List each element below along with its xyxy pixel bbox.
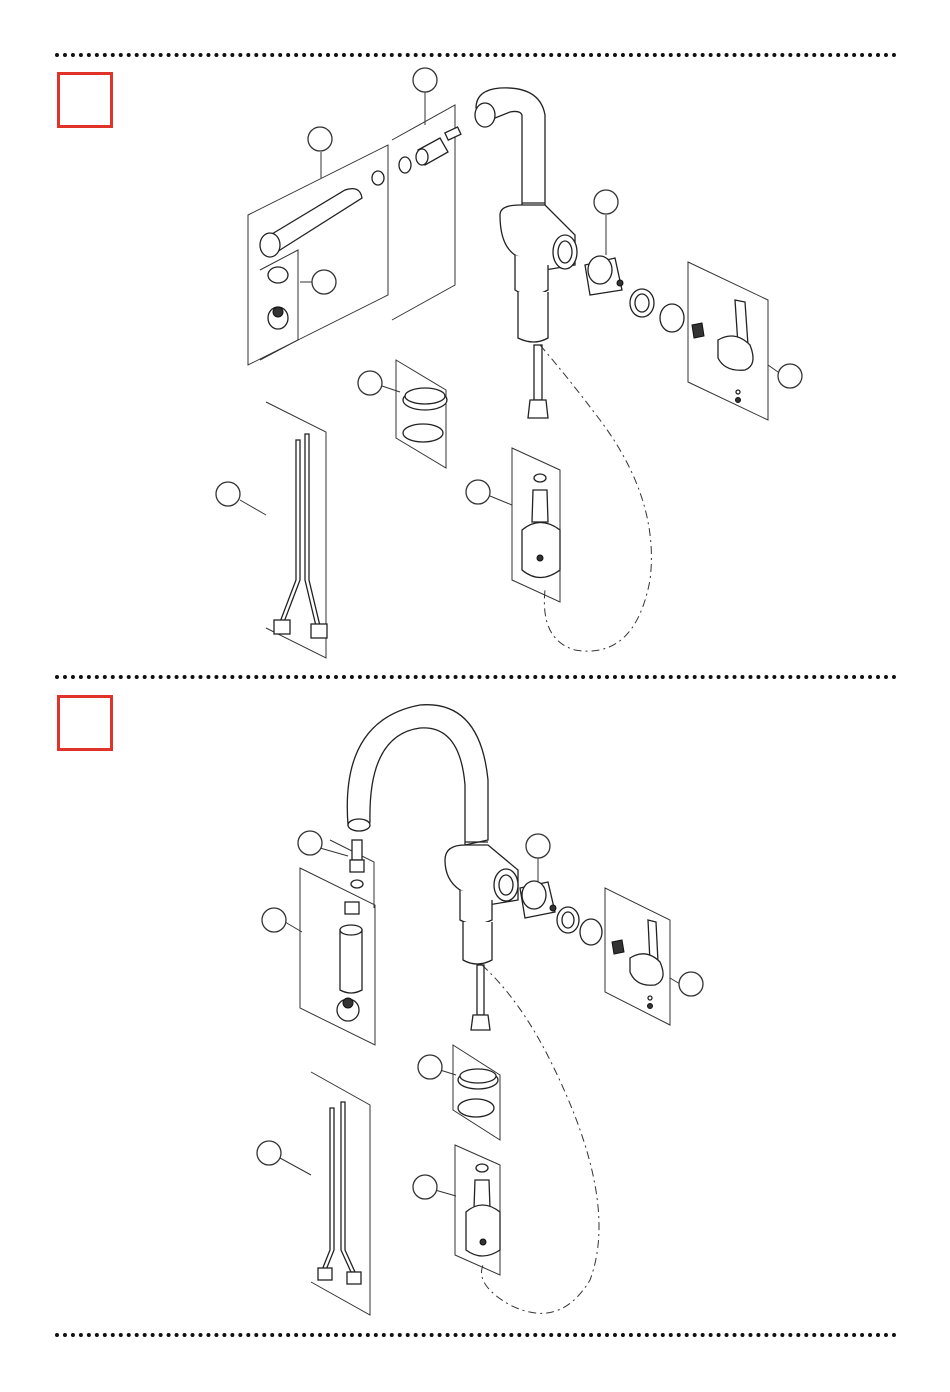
callout-1-6 — [358, 371, 400, 395]
spray-insert-group-2 — [300, 868, 375, 1045]
separator-bottom — [55, 1333, 897, 1337]
spray-connector-group-2 — [330, 840, 374, 908]
callout-1-5 — [768, 364, 802, 388]
spray-insert-group-1 — [248, 145, 388, 365]
callout-2-4 — [670, 972, 703, 996]
faucet-body-2 — [347, 705, 518, 964]
supply-hoses-group-2 — [311, 1072, 370, 1315]
pullout-hose-path-1 — [540, 345, 651, 651]
hose-weight-group-1 — [512, 448, 560, 602]
callout-2-2 — [526, 834, 550, 882]
faucet-body-1 — [475, 88, 577, 342]
callout-2-5 — [418, 1055, 456, 1079]
callout-2-1 — [298, 831, 348, 856]
callout-1-1 — [308, 127, 332, 178]
hose-connector-2 — [471, 965, 490, 1030]
callout-1-7 — [216, 482, 266, 515]
callout-2-7 — [413, 1175, 456, 1199]
exploded-view-panel-1 — [0, 60, 950, 680]
cartridge-assembly-2 — [520, 881, 624, 954]
spout-adapter-group-1 — [392, 105, 461, 320]
seal-rings-group-1 — [396, 360, 447, 468]
seal-rings-group-2 — [453, 1045, 500, 1140]
separator-top — [55, 53, 897, 57]
hose-connector-1 — [528, 345, 548, 418]
callout-2-3 — [262, 908, 302, 932]
handle-2 — [605, 888, 670, 1025]
exploded-view-panel-2 — [0, 690, 950, 1330]
cartridge-assembly-1 — [585, 256, 704, 338]
callout-1-3 — [594, 190, 618, 255]
callout-1-8 — [466, 480, 512, 505]
callout-1-4 — [300, 270, 336, 294]
supply-hoses-group-1 — [266, 402, 327, 658]
hose-weight-group-2 — [455, 1145, 500, 1275]
callout-2-6 — [257, 1141, 311, 1175]
handle-1 — [688, 262, 768, 420]
